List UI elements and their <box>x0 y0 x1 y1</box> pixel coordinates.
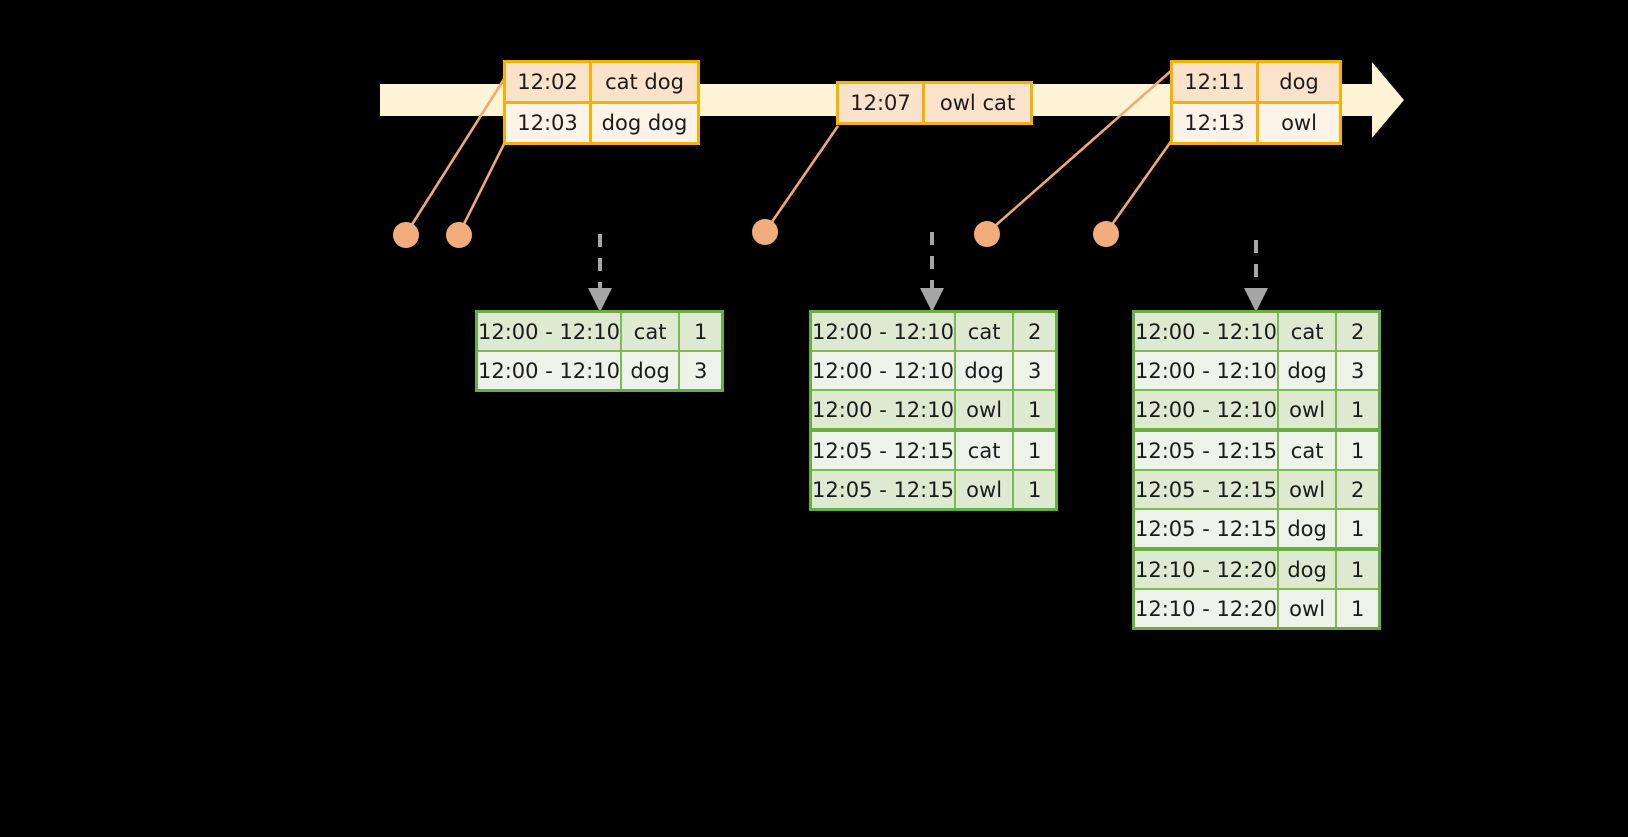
window-cell: 12:05 - 12:15 <box>812 471 956 508</box>
word-cell: dog <box>1279 551 1338 588</box>
window-cell: 12:00 - 12:10 <box>812 352 956 389</box>
connector-line-3 <box>763 125 840 233</box>
event-time: 12:03 <box>506 104 592 142</box>
table-row[interactable]: 12:00 - 12:10 cat 1 <box>478 313 721 352</box>
event-dot-4 <box>974 221 1000 247</box>
table-row[interactable]: 12:00 - 12:10 owl 1 <box>812 391 1055 432</box>
word-cell: cat <box>956 432 1015 469</box>
event-row[interactable]: 12:11 dog <box>1173 63 1339 101</box>
count-cell: 3 <box>693 358 708 383</box>
event-dot-1 <box>393 222 419 248</box>
count-cell: 1 <box>1350 596 1365 621</box>
emit-arrow-head-3 <box>1244 288 1268 312</box>
word-cell: owl <box>956 391 1015 428</box>
table-row[interactable]: 12:00 - 12:10 dog 3 <box>478 352 721 389</box>
count-cell: 1 <box>1350 516 1365 541</box>
word-cell: cat <box>622 313 681 350</box>
table-row[interactable]: 12:05 - 12:15 cat 1 <box>812 432 1055 471</box>
count-cell: 2 <box>1027 319 1042 344</box>
window-cell: 12:10 - 12:20 <box>1135 551 1279 588</box>
table-row[interactable]: 12:10 - 12:20 owl 1 <box>1135 590 1378 627</box>
table-row[interactable]: 12:10 - 12:20 dog 1 <box>1135 551 1378 590</box>
count-cell: 1 <box>1027 397 1042 422</box>
word-cell: dog <box>1279 510 1338 547</box>
table-row[interactable]: 12:00 - 12:10 dog 3 <box>1135 352 1378 391</box>
table-row[interactable]: 12:00 - 12:10 owl 1 <box>1135 391 1378 432</box>
event-dot-2 <box>446 222 472 248</box>
event-row[interactable]: 12:13 owl <box>1173 101 1339 142</box>
table-row[interactable]: 12:05 - 12:15 owl 2 <box>1135 471 1378 510</box>
result-table-3[interactable]: 12:00 - 12:10 cat 2 12:00 - 12:10 dog 3 … <box>1132 310 1381 630</box>
event-words: owl <box>1281 111 1317 135</box>
event-group-3[interactable]: 12:11 dog 12:13 owl <box>1170 60 1342 145</box>
event-row[interactable]: 12:03 dog dog <box>506 101 697 142</box>
table-row[interactable]: 12:05 - 12:15 dog 1 <box>1135 510 1378 551</box>
word-cell: dog <box>622 352 681 389</box>
window-cell: 12:00 - 12:10 <box>478 313 622 350</box>
word-cell: owl <box>1279 471 1338 508</box>
emit-arrow-heads <box>588 288 1268 312</box>
count-cell: 2 <box>1350 319 1365 344</box>
event-row[interactable]: 12:07 owl cat <box>839 84 1030 122</box>
table-row[interactable]: 12:05 - 12:15 cat 1 <box>1135 432 1378 471</box>
table-row[interactable]: 12:00 - 12:10 cat 2 <box>812 313 1055 352</box>
count-cell: 1 <box>1027 477 1042 502</box>
window-cell: 12:05 - 12:15 <box>812 432 956 469</box>
word-cell: cat <box>1279 313 1338 350</box>
event-time: 12:02 <box>506 63 592 101</box>
event-time: 12:07 <box>839 84 925 122</box>
window-cell: 12:00 - 12:10 <box>1135 352 1279 389</box>
event-time: 12:11 <box>1173 63 1259 101</box>
count-cell: 1 <box>1350 557 1365 582</box>
result-table-2[interactable]: 12:00 - 12:10 cat 2 12:00 - 12:10 dog 3 … <box>809 310 1058 511</box>
event-dot-3 <box>752 219 778 245</box>
table-row[interactable]: 12:05 - 12:15 owl 1 <box>812 471 1055 508</box>
window-cell: 12:00 - 12:10 <box>1135 313 1279 350</box>
result-table-1[interactable]: 12:00 - 12:10 cat 1 12:00 - 12:10 dog 3 <box>475 310 724 392</box>
word-cell: dog <box>956 352 1015 389</box>
event-group-2[interactable]: 12:07 owl cat <box>836 81 1033 125</box>
event-words: dog dog <box>601 111 688 135</box>
event-dots <box>393 219 1119 248</box>
word-cell: cat <box>1279 432 1338 469</box>
event-words: owl cat <box>939 91 1016 115</box>
word-cell: dog <box>1279 352 1338 389</box>
count-cell: 1 <box>693 319 708 344</box>
count-cell: 1 <box>1027 438 1042 463</box>
count-cell: 2 <box>1350 477 1365 502</box>
count-cell: 1 <box>1350 438 1365 463</box>
word-cell: owl <box>956 471 1015 508</box>
event-words: dog <box>1279 70 1319 94</box>
emit-arrow-head-2 <box>920 288 944 312</box>
word-cell: owl <box>1279 590 1338 627</box>
connector-line-5 <box>1104 139 1174 234</box>
word-cell: owl <box>1279 391 1338 428</box>
emit-arrow-head-1 <box>588 288 612 312</box>
word-cell: cat <box>956 313 1015 350</box>
window-cell: 12:00 - 12:10 <box>812 313 956 350</box>
window-cell: 12:05 - 12:15 <box>1135 471 1279 508</box>
window-cell: 12:00 - 12:10 <box>1135 391 1279 428</box>
event-dot-5 <box>1093 221 1119 247</box>
window-cell: 12:00 - 12:10 <box>478 352 622 389</box>
count-cell: 3 <box>1350 358 1365 383</box>
event-row[interactable]: 12:02 cat dog <box>506 63 697 101</box>
window-cell: 12:10 - 12:20 <box>1135 590 1279 627</box>
window-cell: 12:05 - 12:15 <box>1135 510 1279 547</box>
window-cell: 12:00 - 12:10 <box>812 391 956 428</box>
table-row[interactable]: 12:00 - 12:10 cat 2 <box>1135 313 1378 352</box>
count-cell: 1 <box>1350 397 1365 422</box>
event-group-1[interactable]: 12:02 cat dog 12:03 dog dog <box>503 60 700 145</box>
connector-line-1 <box>404 75 508 235</box>
emit-arrows <box>598 232 1258 288</box>
table-row[interactable]: 12:00 - 12:10 dog 3 <box>812 352 1055 391</box>
window-cell: 12:05 - 12:15 <box>1135 432 1279 469</box>
event-time: 12:13 <box>1173 104 1259 142</box>
count-cell: 3 <box>1027 358 1042 383</box>
connector-line-2 <box>457 139 508 235</box>
event-words: cat dog <box>605 70 684 94</box>
